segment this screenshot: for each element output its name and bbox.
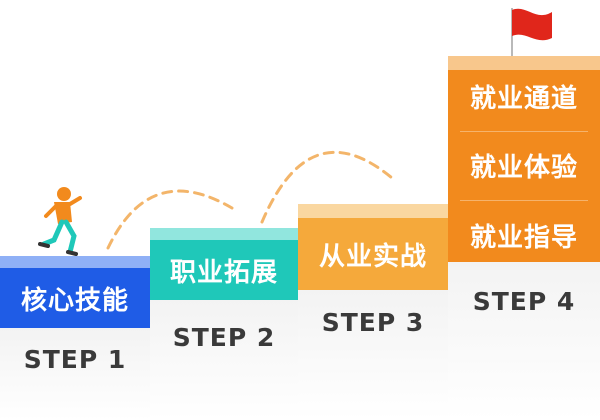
step-1-base xyxy=(0,328,150,420)
step-1-block: 核心技能 xyxy=(0,268,150,328)
step-2-label: STEP 2 xyxy=(172,323,276,352)
step-4-divider xyxy=(460,130,588,132)
step-3-block: 从业实战 xyxy=(298,218,448,290)
step-2-top xyxy=(150,228,298,240)
step-4-item-2: 就业体验 xyxy=(469,153,578,184)
arc-2 xyxy=(260,150,394,224)
step-2-title: 职业拓展 xyxy=(169,257,278,288)
step-4-top xyxy=(448,56,600,70)
step-1-title: 核心技能 xyxy=(20,285,129,316)
step-4-item-1: 就业通道 xyxy=(469,83,578,114)
step-3-top xyxy=(298,204,448,218)
step-2-block: 职业拓展 xyxy=(150,240,298,300)
step-4-base xyxy=(448,262,600,420)
step-1-label: STEP 1 xyxy=(23,345,127,374)
step-1-top xyxy=(0,256,150,268)
step-3-label: STEP 3 xyxy=(321,308,425,337)
step-4-label: STEP 4 xyxy=(472,287,576,316)
arc-1 xyxy=(106,189,234,250)
step-4-block: 就业通道 就业体验 就业指导 xyxy=(448,70,600,262)
runner-icon xyxy=(38,187,82,256)
step-3-base xyxy=(298,290,448,420)
step-3-title: 从业实战 xyxy=(318,241,427,272)
step-4-item-3: 就业指导 xyxy=(469,223,578,254)
step-2-base xyxy=(150,300,298,420)
step-4-divider xyxy=(460,200,588,202)
